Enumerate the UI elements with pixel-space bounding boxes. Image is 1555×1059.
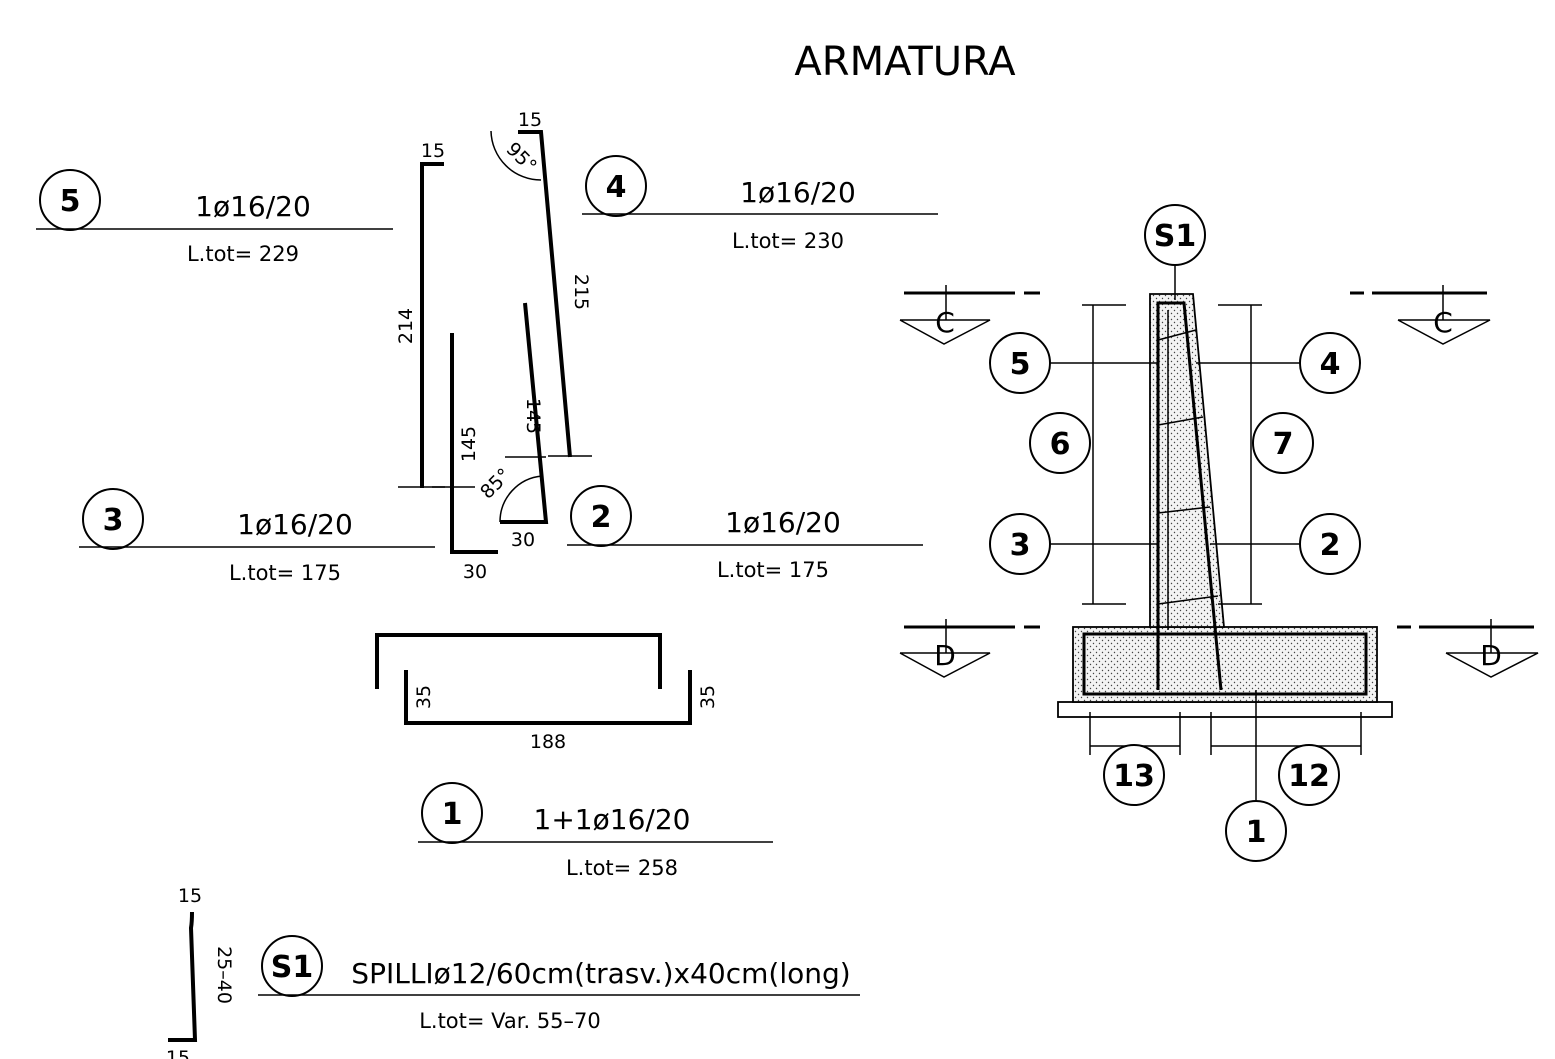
bar-3-mark: 3 [103,503,124,538]
bar-5-spec: 1ø16/20 [195,190,311,223]
bar-5-shape: 15 214 [395,140,445,488]
bar-4-dim-hook: 15 [518,109,542,131]
callout-12-label: 12 [1288,759,1330,794]
bar-2-marker [570,485,632,547]
callout-1-label: 1 [1246,815,1267,850]
bar-1-dim-right-leg: 35 [697,685,719,709]
bar-4-length: L.tot= 230 [732,229,844,253]
bar-3-schedule: 3 1ø16/20 L.tot= 175 [79,488,435,585]
wall-cross-section: C C D D S1 [899,204,1539,862]
callout-13-label: 13 [1113,759,1155,794]
pin-s1-dim-bottom: 15 [166,1047,190,1059]
pin-s1-mark: S1 [271,950,313,985]
bar-1-schedule: 1 1+1ø16/20 L.tot= 258 [418,782,773,880]
callout-6: 6 [1029,412,1091,474]
drawing-title: ARMATURA [794,39,1016,85]
pin-s1-dim-top: 15 [178,885,202,907]
callout-4: 4 [1299,332,1361,394]
bar-5-dim-length: 214 [395,308,417,344]
footing-rebar [1082,632,1368,696]
callout-s1: S1 [1144,204,1206,266]
bar-2-dim-length: 145 [522,398,544,434]
bar-5-dim-hook: 15 [421,140,445,162]
bar-5-marker [39,169,101,231]
bar-2-spec: 1ø16/20 [725,506,841,539]
footing [1072,626,1378,703]
bar-5-mark: 5 [60,184,81,219]
callout-s1-label: S1 [1154,219,1196,254]
bar-4-dim-angle: 95° [502,138,541,177]
section-d-label-left: D [934,639,956,672]
callout-7: 7 [1252,412,1314,474]
callout-13: 13 [1103,744,1165,806]
callout-5: 5 [989,332,1051,394]
bar-2-dim-angle: 85° [476,464,515,503]
section-c-label-right: C [1433,306,1453,339]
callout-2: 2 [1299,513,1361,575]
callout-5-label: 5 [1010,347,1031,382]
section-cut-c-left: C [899,285,1040,345]
callout-3: 3 [989,513,1051,575]
bar-4-spec: 1ø16/20 [740,176,856,209]
bar-1-length: L.tot= 258 [566,856,678,880]
bar-3-marker [82,488,144,550]
bar-2-schedule: 2 1ø16/20 L.tot= 175 [567,485,923,582]
bar-3-length: L.tot= 175 [229,561,341,585]
section-cut-d-right: D [1397,619,1539,678]
bar-1-shape: 35 35 188 [375,633,719,753]
pin-s1-shape: 15 25–40 15 [166,885,235,1059]
callout-4-label: 4 [1320,347,1341,382]
bar-2-length: L.tot= 175 [717,558,829,582]
bar-1-spec: 1+1ø16/20 [534,803,691,836]
bar-1-mark: 1 [442,797,463,832]
callout-1: 1 [1225,800,1287,862]
callout-7-label: 7 [1273,427,1294,462]
section-c-label-left: C [935,306,955,339]
bar-3-dim-length: 145 [458,426,480,462]
pin-s1-length: L.tot= Var. 55–70 [419,1009,601,1033]
bar-4-dim-length: 215 [570,274,592,310]
bar-4-mark: 4 [606,170,627,205]
bar-1-dim-left-leg: 35 [413,685,435,709]
bar-3-spec: 1ø16/20 [237,508,353,541]
stem-rebar [1156,301,1223,691]
bar-1-dim-length: 188 [530,731,566,753]
callout-12: 12 [1278,744,1340,806]
callout-6-label: 6 [1050,427,1071,462]
pin-s1-dim-length: 25–40 [213,946,235,1004]
bar-1-marker [421,782,483,844]
bar-4-marker [585,155,647,217]
callout-2-label: 2 [1320,528,1341,563]
bar-2-shape: 145 30 85° [476,302,549,551]
pin-s1-schedule: S1 SPILLIø12/60cm(trasv.)x40cm(long) L.t… [258,935,860,1033]
bar-2-dim-hook: 30 [511,529,535,551]
bar-3-dim-hook: 30 [463,561,487,583]
section-d-label-right: D [1480,639,1502,672]
callout-3-label: 3 [1010,528,1031,563]
section-cut-d-left: D [899,619,1040,678]
pin-s1-marker [261,935,323,997]
lean-concrete-layer [1057,701,1393,718]
section-cut-c-right: C [1350,285,1491,345]
bar-4-schedule: 4 1ø16/20 L.tot= 230 [582,155,938,253]
bar-5-schedule: 5 1ø16/20 L.tot= 229 [36,169,393,266]
bar-2-mark: 2 [591,500,612,535]
bar-3-shape: 145 30 [432,333,498,583]
bar-5-length: L.tot= 229 [187,242,299,266]
pin-s1-spec: SPILLIø12/60cm(trasv.)x40cm(long) [351,957,850,990]
